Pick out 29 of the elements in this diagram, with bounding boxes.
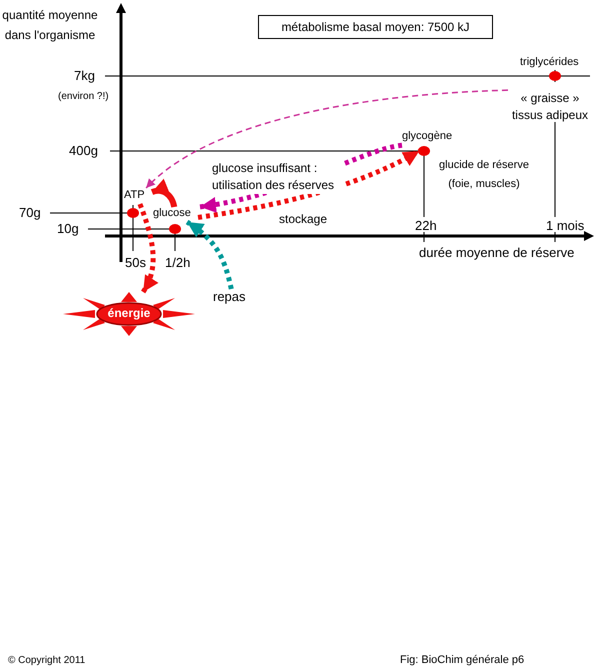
tick-label: 70g xyxy=(19,205,41,220)
arrow xyxy=(151,180,178,208)
edge-label: stockage xyxy=(279,212,328,227)
edge-label: glucose insuffisant : utilisation des réserves xyxy=(212,160,344,194)
copyright-text: © Copyright 2011 xyxy=(8,654,86,668)
figure-caption: Fig: BioChim générale p6 xyxy=(400,653,524,668)
tick-label: 1/2h xyxy=(165,255,190,270)
tick-label: 1 mois xyxy=(546,218,584,233)
info-box: métabolisme basal moyen: 7500 kJ xyxy=(258,15,493,39)
point-label: glycogène xyxy=(402,130,452,142)
arrow xyxy=(186,220,234,290)
point-label: glucose xyxy=(153,207,198,222)
axis-title: quantité moyenne dans l'organisme xyxy=(1,7,99,44)
reserve-label: glucide de réserve (foie, muscles) xyxy=(438,158,530,192)
tick-label: 7kg xyxy=(74,68,95,83)
arrow xyxy=(198,148,421,220)
arrow xyxy=(146,89,508,189)
point-label: repas xyxy=(213,289,253,305)
energy-label: énergie xyxy=(106,306,152,320)
tick-label: 400g xyxy=(69,143,98,158)
reserve-label: « graisse » tissus adipeux xyxy=(510,90,590,124)
arrow xyxy=(138,203,158,294)
point-label: ATP xyxy=(124,189,150,204)
tick-label: 50s xyxy=(125,255,146,270)
point-label: triglycérides xyxy=(520,56,579,68)
tick-label: 10g xyxy=(57,221,79,236)
annotation: (environ ?!) xyxy=(58,90,109,104)
axis-title: durée moyenne de réserve xyxy=(419,245,574,260)
tick-label: 22h xyxy=(415,218,437,233)
